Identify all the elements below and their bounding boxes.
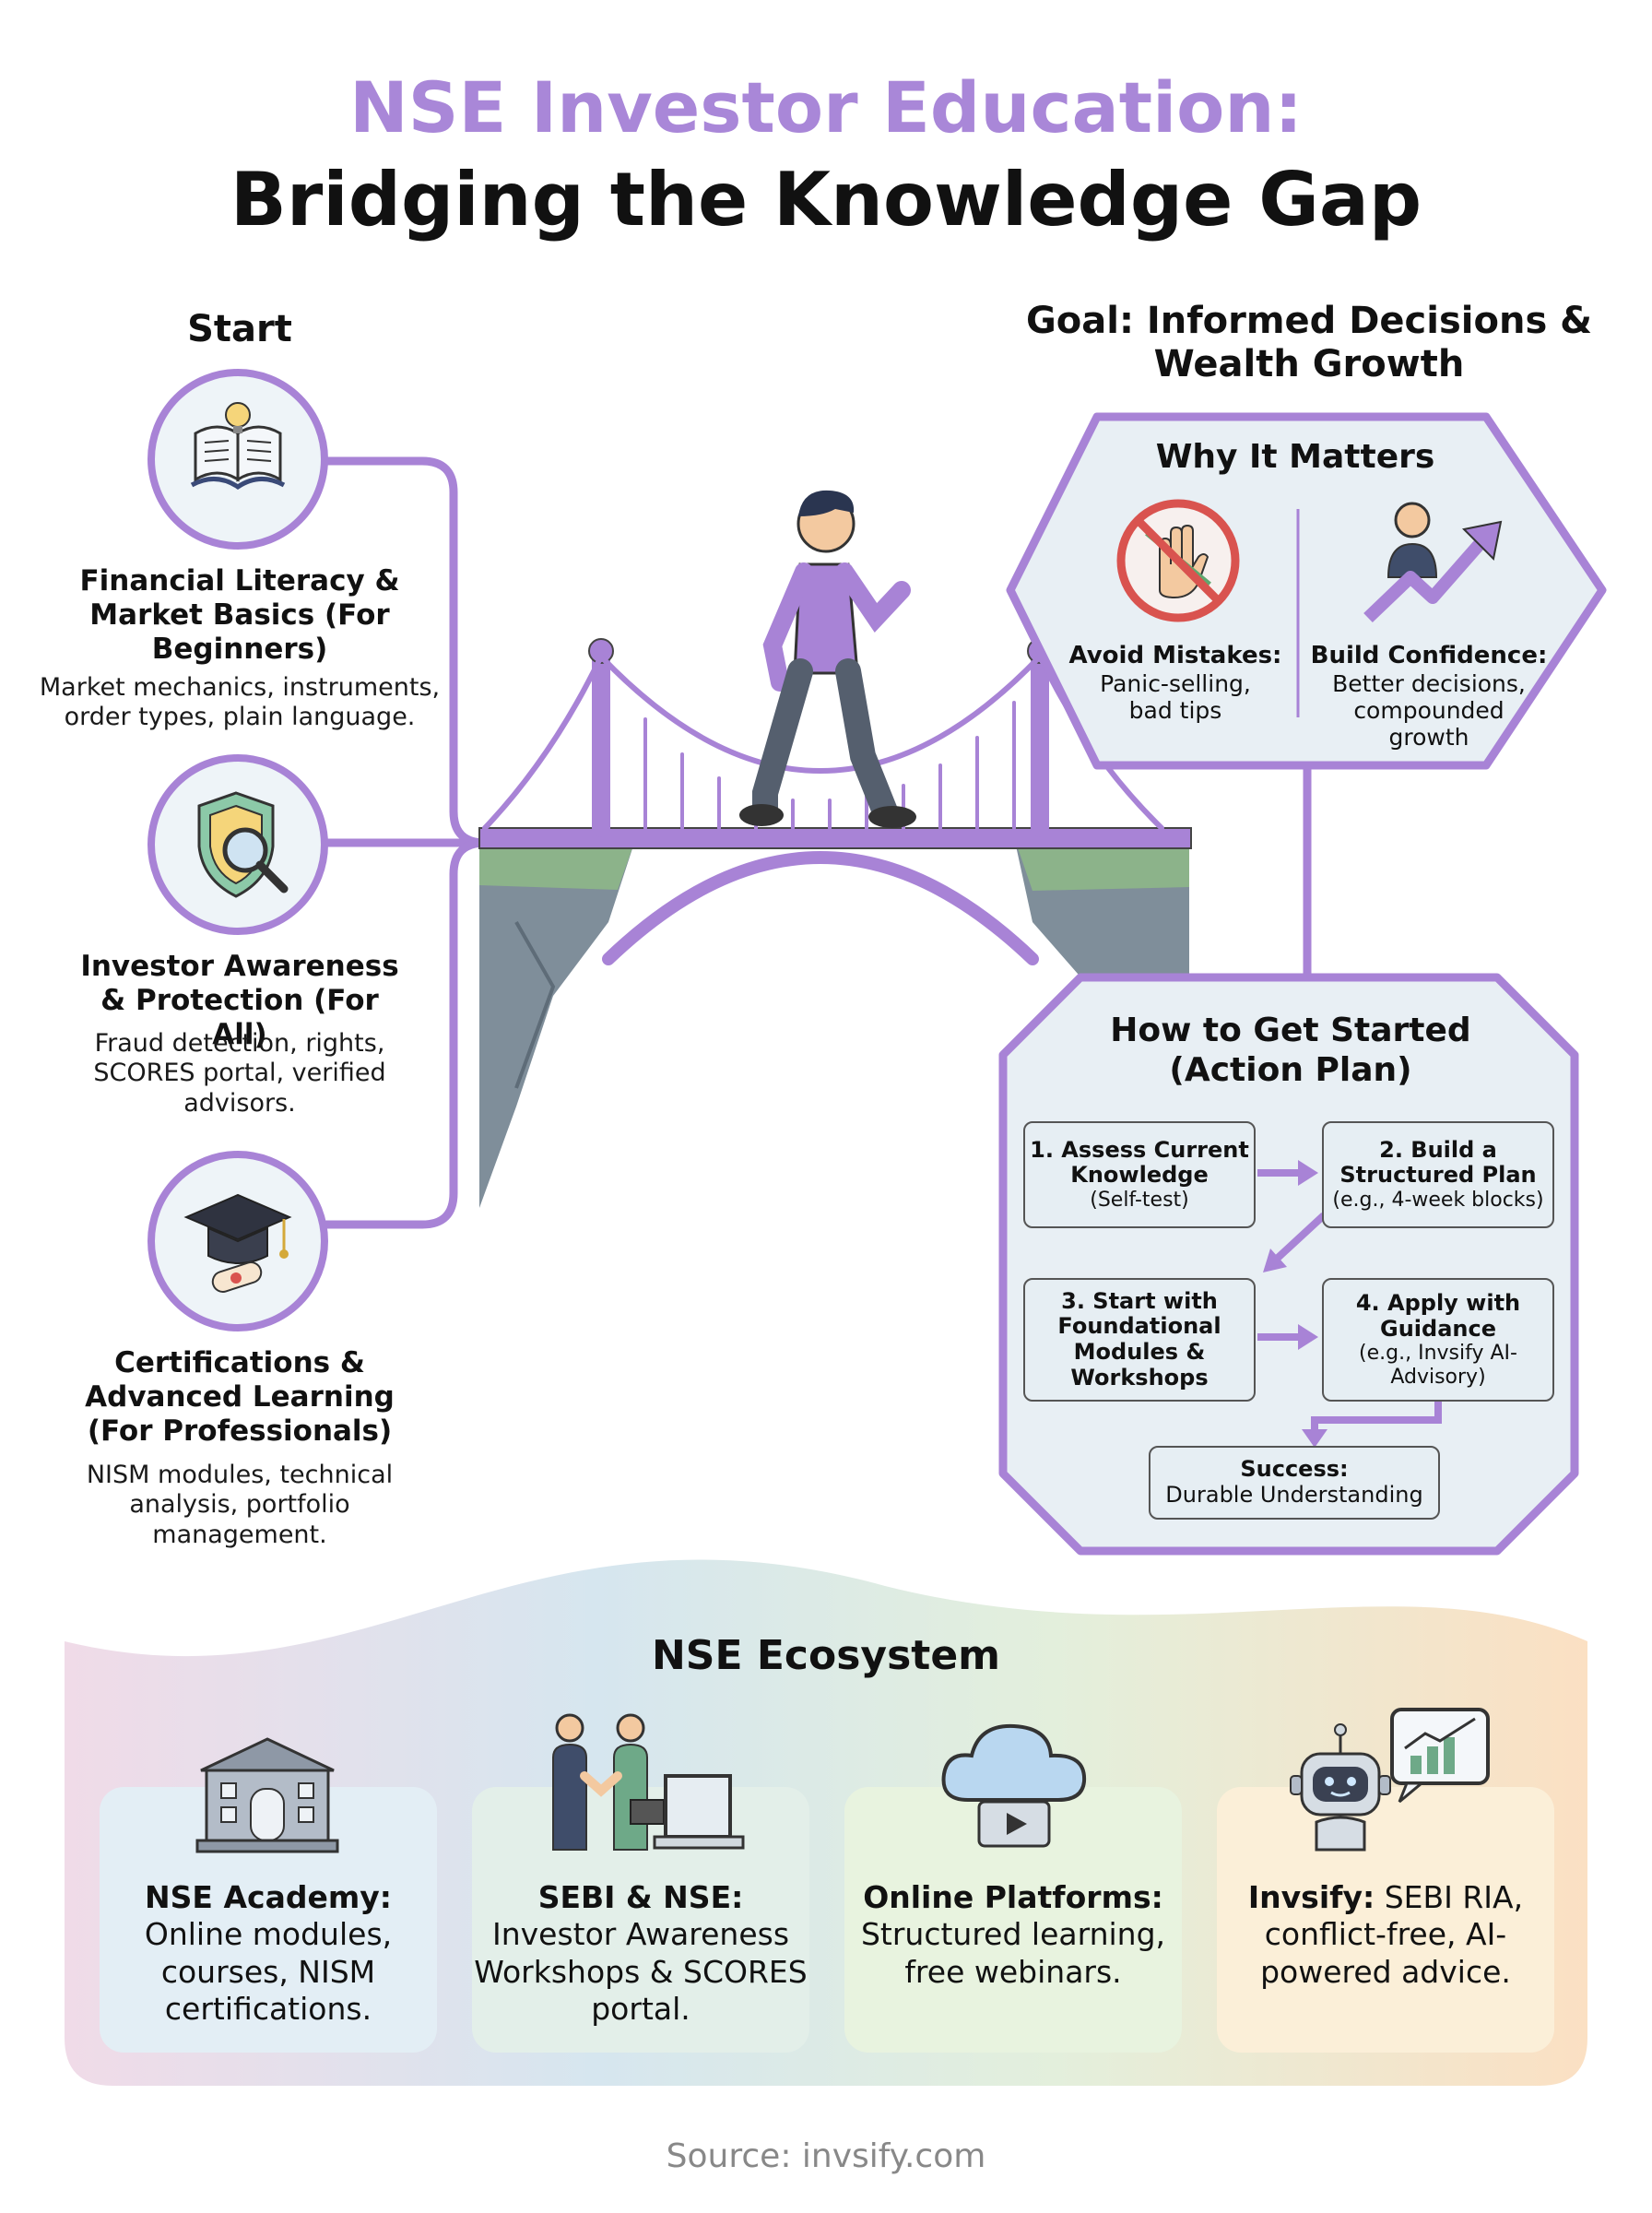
handshake-laptop-icon	[552, 1713, 745, 1851]
step-1-circle	[148, 369, 328, 550]
why-item-2-desc: Better decisions, compounded growth	[1332, 670, 1526, 751]
why-item-1-title: Avoid Mistakes:	[1068, 642, 1282, 669]
why-item-1-desc: Panic-selling, bad tips	[1100, 670, 1251, 724]
plan-success-label: Success:	[1240, 1456, 1349, 1483]
eco-card-sebi-nse: SEBI & NSE:Investor Awareness Workshops …	[472, 1787, 809, 2053]
bank-building-icon	[195, 1737, 339, 1853]
ecosystem-title: NSE Ecosystem	[651, 1632, 1001, 1679]
eco-card-2-lead: SEBI & NSE:	[537, 1879, 744, 1915]
no-panic-icon	[1116, 499, 1240, 622]
step-2-circle	[148, 754, 328, 935]
why-item-2-title: Build Confidence:	[1310, 642, 1548, 669]
plan-step-4-label: 4. Apply with Guidance	[1355, 1290, 1521, 1342]
plan-step-2: 2. Build a Structured Plan (e.g., 4-week…	[1322, 1121, 1554, 1228]
eco-card-3-lead: Online Platforms:	[863, 1879, 1163, 1915]
goal-label: Goal: Informed Decisions & Wealth Growth	[1025, 300, 1593, 386]
plan-step-1-label: 1. Assess Current Knowledge	[1030, 1136, 1249, 1189]
book-lightbulb-icon	[190, 402, 286, 491]
plan-octagon	[998, 973, 1579, 1556]
start-label: Start	[187, 308, 292, 350]
cloud-video-icon	[941, 1723, 1087, 1848]
graduation-cap-icon	[183, 1193, 292, 1293]
step-1-title: Financial Literacy & Market Basics (For …	[79, 564, 400, 667]
plan-step-2-sub: (e.g., 4-week blocks)	[1332, 1188, 1544, 1212]
left-cliff	[479, 837, 636, 1208]
eco-card-2-text: Investor Awareness Workshops & SCORES po…	[474, 1916, 808, 2027]
why-title: Why It Matters	[1155, 438, 1435, 476]
eco-card-3-text: Structured learning, free webinars.	[860, 1916, 1166, 1990]
growth-person-icon	[1363, 502, 1503, 623]
title-line-2: Bridging the Knowledge Gap	[230, 157, 1422, 243]
ecosystem-wave	[65, 1559, 1587, 2086]
source-credit: Source: invsify.com	[666, 2137, 986, 2175]
plan-success: Success: Durable Understanding	[1149, 1446, 1440, 1520]
plan-step-4: 4. Apply with Guidance (e.g., Invsify AI…	[1322, 1278, 1554, 1402]
plan-step-1-sub: (Self-test)	[1090, 1188, 1189, 1212]
eco-card-4-text: SEBI RIA, conflict-free, AI-powered advi…	[1260, 1879, 1524, 1990]
plan-arrows	[1257, 1160, 1442, 1448]
plan-step-2-label: 2. Build a Structured Plan	[1339, 1136, 1537, 1189]
step-1-desc: Market mechanics, instruments, order typ…	[39, 673, 441, 732]
plan-step-3: 3. Start with Foundational Modules & Wor…	[1023, 1278, 1256, 1402]
plan-success-sub: Durable Understanding	[1165, 1482, 1423, 1508]
eco-card-1-lead: NSE Academy:	[145, 1879, 392, 1915]
left-connectors	[322, 456, 490, 1229]
title-line-1: NSE Investor Education:	[349, 66, 1303, 148]
plan-title: How to Get Started (Action Plan)	[1110, 1012, 1471, 1090]
eco-card-invsify: Invsify: SEBI RIA, conflict-free, AI-pow…	[1217, 1787, 1554, 2053]
plan-step-4-sub: (e.g., Invsify AI-Advisory)	[1359, 1342, 1517, 1389]
robot-chart-icon	[1290, 1708, 1490, 1852]
step-2-desc: Fraud detection, rights, SCORES portal, …	[93, 1029, 386, 1118]
eco-card-1-text: Online modules, courses, NISM certificat…	[144, 1916, 393, 2027]
step-3-circle	[148, 1151, 328, 1331]
eco-card-4-lead: Invsify:	[1247, 1879, 1375, 1915]
step-3-desc: NISM modules, technical analysis, portfo…	[86, 1461, 394, 1549]
step-3-title: Certifications & Advanced Learning (For …	[85, 1346, 395, 1449]
shield-magnifier-icon	[197, 791, 289, 898]
walking-person-icon	[739, 490, 916, 828]
right-cliff	[1014, 837, 1189, 1199]
plan-step-1: 1. Assess Current Knowledge (Self-test)	[1023, 1121, 1256, 1228]
plan-step-3-label: 3. Start with Foundational Modules & Wor…	[1057, 1287, 1221, 1391]
step-2-title: Investor Awareness & Protection (For All…	[80, 950, 399, 1052]
